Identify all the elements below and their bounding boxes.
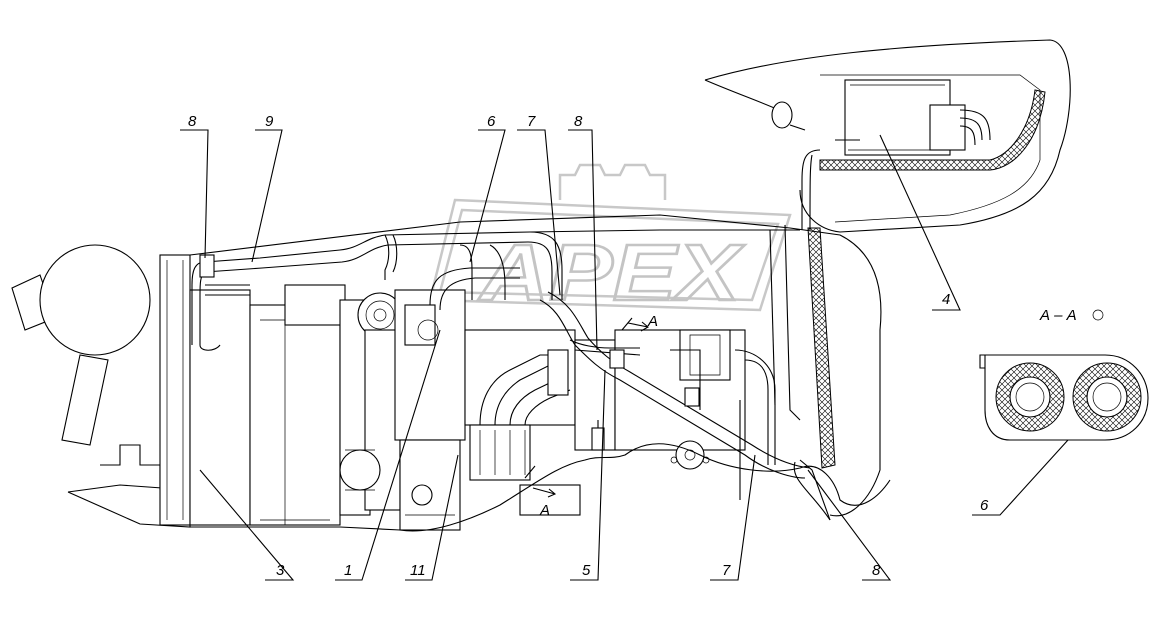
cut-line-top	[621, 317, 633, 331]
callout-6-section: 6	[980, 497, 989, 514]
cut-arrow-bottom	[532, 487, 557, 498]
callout-9: 9	[265, 113, 274, 130]
transmission-housing	[614, 329, 776, 500]
callout-4: 4	[942, 291, 950, 308]
watermark-text: APEX	[478, 228, 746, 317]
injection-pump	[464, 329, 616, 516]
callout-labels: 8 9 6 7 8 4 3 1 11 5 7 8 6	[188, 113, 989, 579]
callout-7-bottom: 7	[722, 562, 731, 579]
cab-supply-pipes	[769, 149, 836, 521]
callout-3: 3	[276, 562, 285, 579]
watermark-logo: APEX	[428, 163, 792, 318]
section-view-symbol	[1092, 309, 1104, 321]
cut-arrow-top	[627, 321, 649, 332]
callout-8-left: 8	[188, 113, 197, 130]
callout-8-bottom: 8	[872, 562, 881, 579]
cab-roof	[704, 39, 1071, 233]
engine-block	[249, 284, 466, 531]
section-a-a-detail: А – А	[979, 307, 1149, 441]
cut-label-top: А	[647, 313, 658, 330]
callout-1: 1	[344, 562, 352, 579]
callout-5: 5	[582, 562, 591, 579]
section-title: А – А	[1039, 307, 1077, 324]
cut-line-bottom	[524, 465, 536, 479]
section-cut-marks: А А	[524, 313, 658, 519]
heater-hoses	[191, 229, 811, 479]
air-cleaner	[11, 244, 161, 490]
cut-label-bottom: А	[539, 502, 550, 519]
cutaway-outline	[190, 443, 891, 532]
heater-unit	[819, 79, 1046, 171]
leader-lines	[180, 129, 1069, 581]
callout-7-top: 7	[527, 113, 536, 130]
callout-11: 11	[410, 562, 426, 579]
callout-6-top: 6	[487, 113, 496, 130]
callout-8-top: 8	[574, 113, 583, 130]
